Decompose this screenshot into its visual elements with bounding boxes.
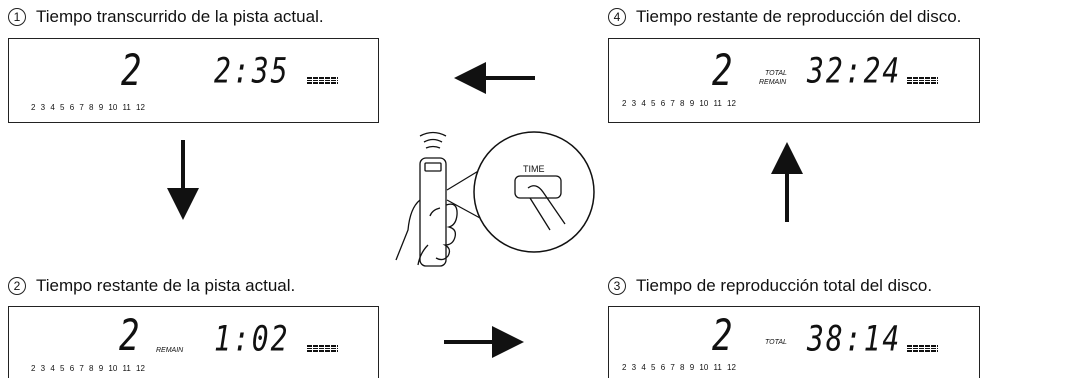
step-3-caption: 3 Tiempo de reproducción total del disco. (608, 276, 932, 296)
finger-icon (527, 185, 566, 231)
display-panel-4: 2 TOTAL REMAIN 32:24 2 3 4 5 6 7 8 9 10 … (608, 38, 980, 123)
remain-label: REMAIN (759, 79, 787, 86)
caption-text: Tiempo transcurrido de la pista actual. (36, 7, 324, 26)
display-panel-1: 2 2:35 2 3 4 5 6 7 8 9 10 11 12 (8, 38, 379, 123)
total-label: TOTAL (765, 339, 787, 346)
display-panel-3: 2 TOTAL 38:14 2 3 4 5 6 7 8 9 10 11 12 (608, 306, 980, 378)
step-number: 3 (608, 277, 626, 295)
track-calendar: 2 3 4 5 6 7 8 9 10 11 12 (622, 363, 736, 372)
track-number: 2 (121, 46, 142, 96)
time-button-label: TIME (523, 164, 545, 174)
remote-control-icon (395, 131, 458, 267)
step-number: 1 (8, 8, 26, 26)
step-number: 4 (608, 8, 626, 26)
time-readout: 2:35 (214, 50, 290, 92)
step-2-caption: 2 Tiempo restante de la pista actual. (8, 276, 295, 296)
caption-text: Tiempo restante de la pista actual. (36, 276, 296, 295)
track-calendar: 2 3 4 5 6 7 8 9 10 11 12 (31, 364, 145, 373)
caption-text: Tiempo de reproducción total del disco. (636, 276, 933, 295)
level-bars (307, 77, 338, 85)
time-readout: 32:24 (807, 50, 902, 92)
step-1-caption: 1 Tiempo transcurrido de la pista actual. (8, 7, 324, 27)
total-label: TOTAL (765, 70, 787, 77)
track-calendar: 2 3 4 5 6 7 8 9 10 11 12 (31, 103, 145, 112)
track-calendar: 2 3 4 5 6 7 8 9 10 11 12 (622, 99, 736, 108)
level-bars (907, 345, 938, 353)
track-number: 2 (712, 46, 733, 96)
time-readout: 1:02 (214, 318, 290, 360)
caption-text: Tiempo restante de reproducción del disc… (636, 7, 962, 26)
time-readout: 38:14 (807, 318, 902, 360)
display-panel-2: 2 REMAIN 1:02 2 3 4 5 6 7 8 9 10 11 12 (8, 306, 379, 378)
track-number: 2 (712, 311, 733, 361)
step-4-caption: 4 Tiempo restante de reproducción del dis… (608, 7, 961, 27)
track-number: 2 (119, 311, 140, 361)
level-bars (307, 345, 338, 353)
level-bars (907, 77, 938, 85)
step-number: 2 (8, 277, 26, 295)
remain-label: REMAIN (156, 347, 184, 354)
